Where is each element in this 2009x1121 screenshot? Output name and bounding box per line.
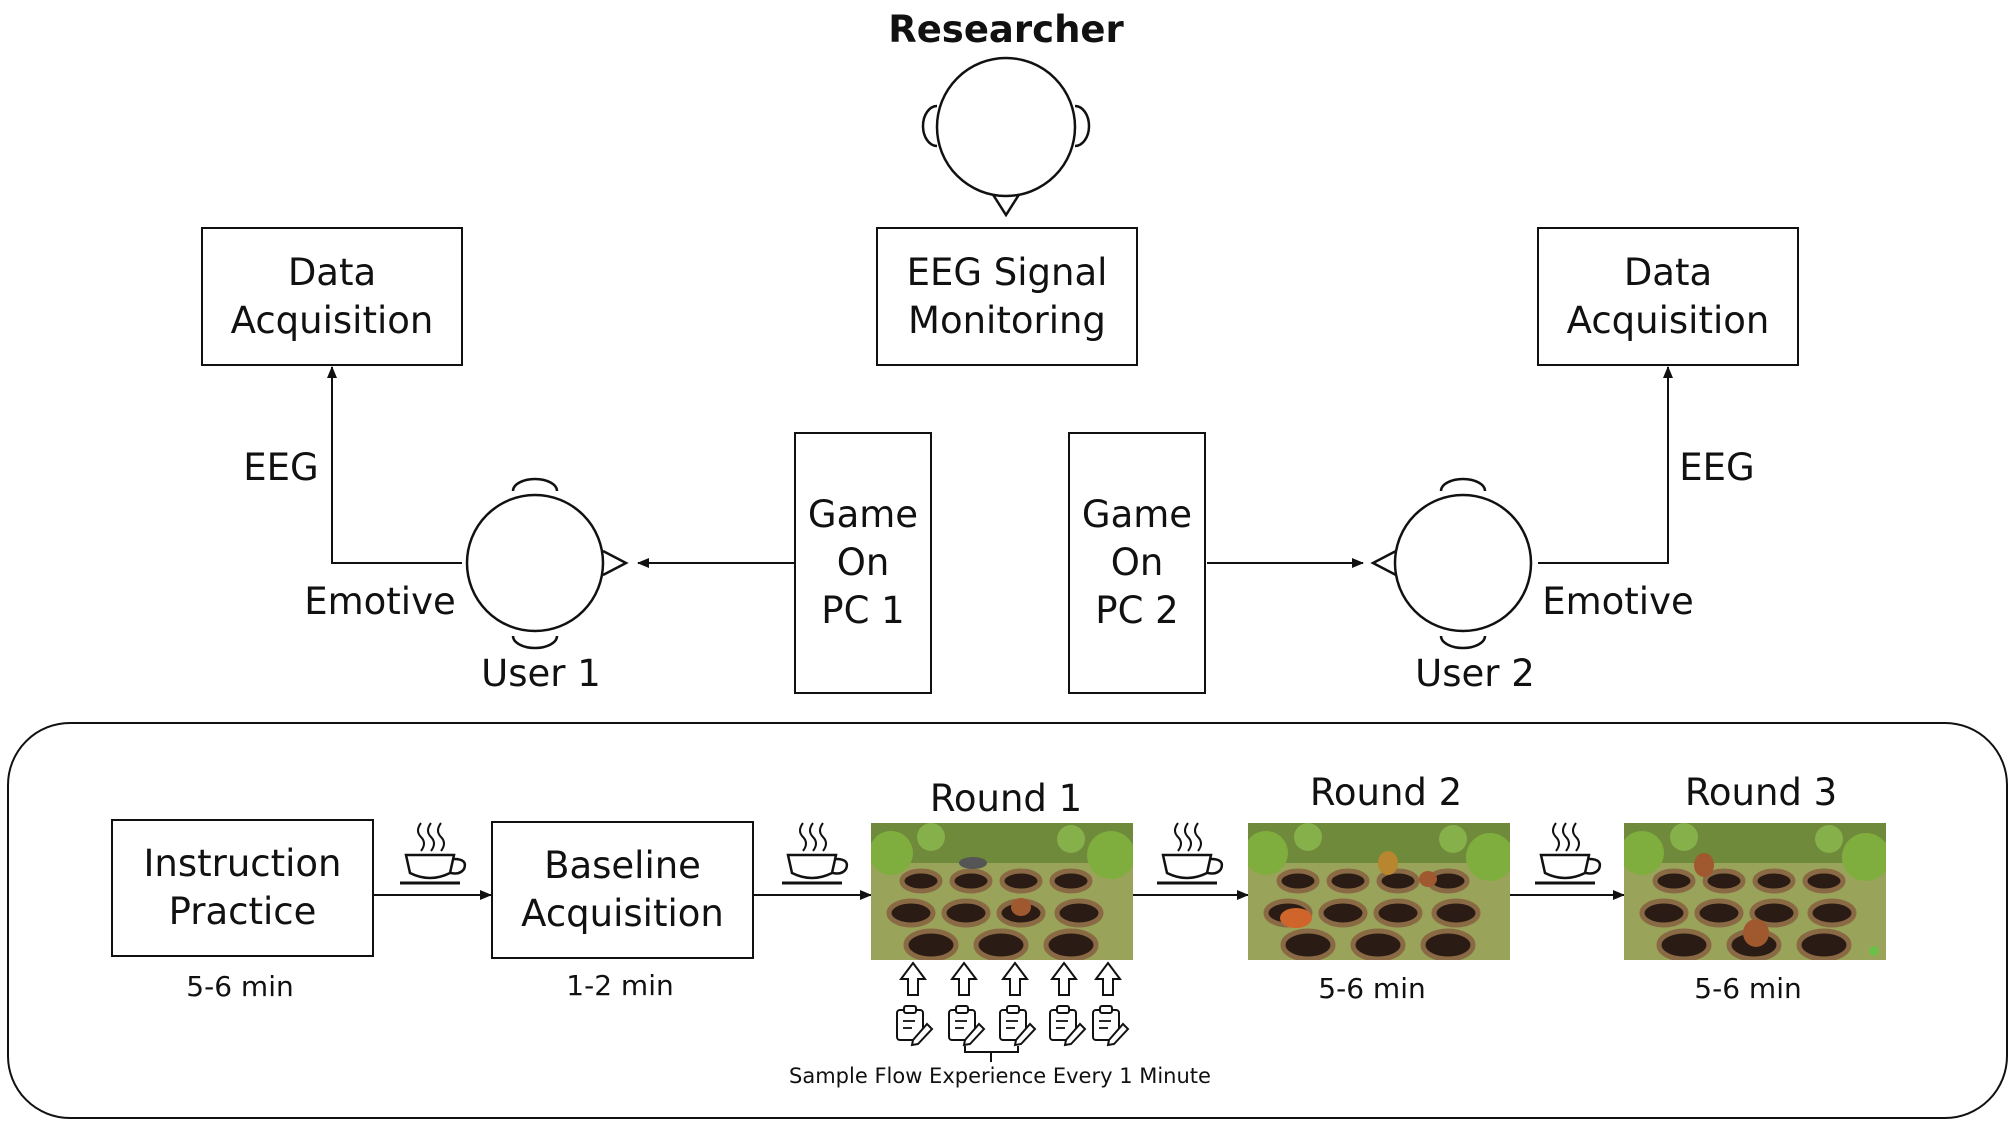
questionnaire-icon	[999, 1005, 1036, 1046]
coffee-cup-icon	[1533, 821, 1602, 885]
left-emotive-label: Emotive	[304, 580, 456, 623]
up-arrow-icon	[1095, 962, 1121, 996]
coffee-cup-icon	[1155, 821, 1224, 885]
researcher-label: Researcher	[888, 8, 1124, 51]
game-pc2-label: Game On PC 2	[1081, 493, 1193, 632]
sample-bracket	[964, 1046, 1019, 1062]
questionnaire-icon	[1049, 1005, 1086, 1046]
top-connectors	[327, 366, 1673, 568]
left-data-acquisition-box: Data Acquisition	[201, 227, 463, 366]
left-eeg-label: EEG	[243, 446, 319, 489]
baseline-acquisition-label: Baseline Acquisition	[521, 844, 724, 935]
round3-duration: 5-6 min	[1694, 972, 1802, 1005]
left-data-acquisition-label: Data Acquisition	[230, 250, 434, 342]
procedure-panel	[7, 722, 2008, 1119]
round2-title: Round 2	[1309, 771, 1463, 814]
instruction-duration: 5-6 min	[186, 970, 294, 1003]
up-arrow-icon	[951, 962, 977, 996]
baseline-acquisition-box: Baseline Acquisition	[491, 821, 754, 959]
right-data-acquisition-box: Data Acquisition	[1537, 227, 1799, 366]
instruction-practice-box: Instruction Practice	[111, 819, 374, 957]
coffee-cup-icon	[398, 821, 467, 885]
up-arrow-icon	[1002, 962, 1028, 996]
user1-head-icon	[465, 477, 629, 650]
eeg-monitoring-label: EEG Signal Monitoring	[906, 250, 1108, 342]
user2-label: User 2	[1415, 652, 1535, 695]
coffee-cup-icon	[780, 821, 849, 885]
user2-head-icon	[1370, 477, 1533, 650]
up-arrow-icon	[900, 962, 926, 996]
questionnaire-icon	[1092, 1005, 1129, 1046]
baseline-duration: 1-2 min	[566, 969, 674, 1002]
game-pc1-box: Game On PC 1	[794, 432, 932, 694]
round3-game-screenshot	[1624, 823, 1886, 960]
round2-game-screenshot	[1248, 823, 1510, 960]
right-data-acquisition-label: Data Acquisition	[1566, 250, 1770, 342]
right-emotive-label: Emotive	[1542, 580, 1694, 623]
sample-flow-note: Sample Flow Experience Every 1 Minute	[789, 1064, 1211, 1088]
game-pc1-label: Game On PC 1	[807, 493, 919, 632]
round2-duration: 5-6 min	[1318, 972, 1426, 1005]
instruction-practice-label: Instruction Practice	[143, 842, 342, 933]
eeg-monitoring-box: EEG Signal Monitoring	[876, 227, 1138, 366]
round1-title: Round 1	[929, 777, 1083, 820]
game-pc2-box: Game On PC 2	[1068, 432, 1206, 694]
researcher-head-icon	[921, 56, 1091, 218]
up-arrow-icon	[1051, 962, 1077, 996]
round3-title: Round 3	[1684, 771, 1838, 814]
user1-label: User 1	[481, 652, 601, 695]
round1-game-screenshot	[871, 823, 1133, 960]
right-eeg-label: EEG	[1679, 446, 1755, 489]
questionnaire-icon	[948, 1005, 985, 1046]
questionnaire-icon	[896, 1005, 933, 1046]
